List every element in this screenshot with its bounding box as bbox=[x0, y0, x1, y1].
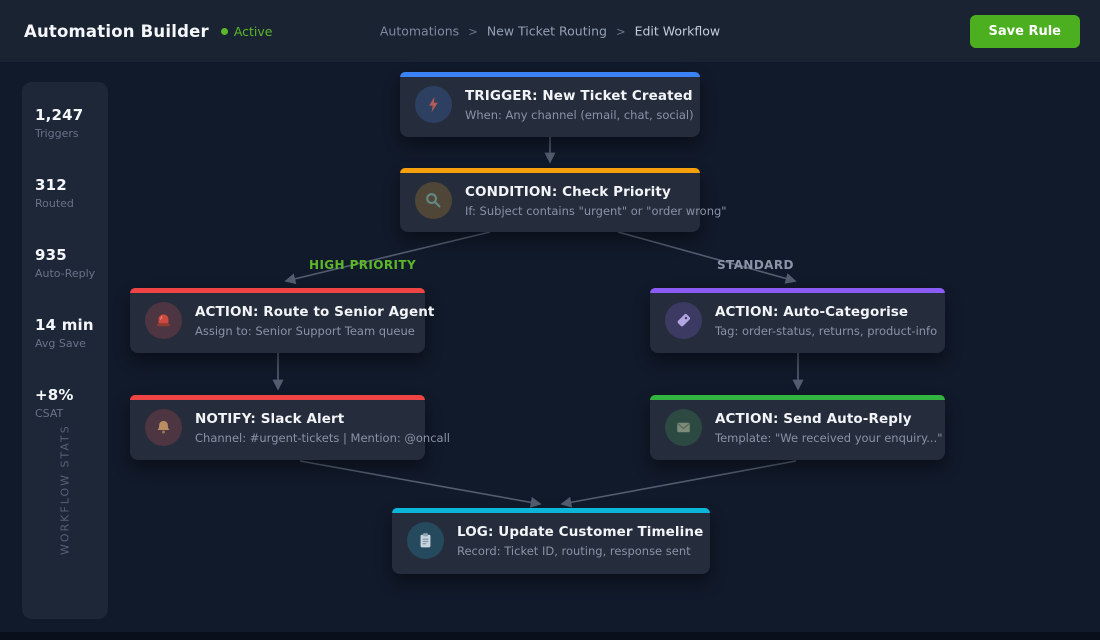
stat-label: Avg Save bbox=[35, 337, 86, 350]
node-title: LOG: Update Customer Timeline bbox=[457, 523, 704, 540]
status-badge: Active bbox=[220, 23, 273, 39]
stat-label: Triggers bbox=[35, 127, 79, 140]
node-accent-bar bbox=[392, 508, 710, 513]
node-trigger-new-ticket[interactable]: TRIGGER: New Ticket Created When: Any ch… bbox=[400, 72, 700, 137]
workflow-stats-panel: 1,247 Triggers 312 Routed 935 Auto-Reply… bbox=[22, 82, 108, 619]
stat-avg-save: 14 min Avg Save bbox=[35, 316, 100, 350]
bell-icon bbox=[145, 409, 182, 446]
stat-triggers: 1,247 Triggers bbox=[35, 106, 100, 140]
stat-auto-reply: 935 Auto-Reply bbox=[35, 246, 100, 280]
node-accent-bar bbox=[400, 72, 700, 77]
node-accent-bar bbox=[400, 168, 700, 173]
stat-routed: 312 Routed bbox=[35, 176, 100, 210]
magnifier-icon bbox=[415, 182, 452, 219]
node-action-auto-categorise[interactable]: ACTION: Auto-Categorise Tag: order-statu… bbox=[650, 288, 945, 353]
stat-label: Auto-Reply bbox=[35, 267, 96, 280]
envelope-icon bbox=[665, 409, 702, 446]
breadcrumb-item-new-ticket-routing[interactable]: New Ticket Routing bbox=[486, 23, 607, 39]
tag-icon bbox=[665, 302, 702, 339]
stat-value: 935 bbox=[35, 246, 67, 264]
node-accent-bar bbox=[650, 288, 945, 293]
breadcrumb: Automations > New Ticket Routing > Edit … bbox=[380, 24, 720, 39]
node-title: ACTION: Send Auto-Reply bbox=[715, 410, 912, 427]
node-log-update-timeline[interactable]: LOG: Update Customer Timeline Record: Ti… bbox=[392, 508, 710, 574]
node-accent-bar bbox=[130, 288, 425, 293]
stat-csat: +8% CSAT bbox=[35, 386, 100, 420]
status-label: Active bbox=[233, 23, 273, 39]
breadcrumb-item-automations[interactable]: Automations bbox=[379, 23, 460, 39]
node-subtitle: If: Subject contains "urgent" or "order … bbox=[465, 203, 727, 218]
node-subtitle: Tag: order-status, returns, product-info bbox=[715, 323, 938, 338]
header: Automation Builder Active Automations > … bbox=[0, 0, 1100, 62]
node-subtitle: Channel: #urgent-tickets | Mention: @onc… bbox=[195, 430, 450, 445]
node-action-send-auto-reply[interactable]: ACTION: Send Auto-Reply Template: "We re… bbox=[650, 395, 945, 460]
node-action-route-senior-agent[interactable]: ACTION: Route to Senior Agent Assign to:… bbox=[130, 288, 435, 353]
node-title: NOTIFY: Slack Alert bbox=[195, 410, 345, 427]
node-subtitle: Template: "We received your enquiry..." bbox=[715, 430, 943, 445]
page-title: Automation Builder bbox=[24, 21, 209, 41]
workflow-canvas[interactable]: 1,247 Triggers 312 Routed 935 Auto-Reply… bbox=[0, 62, 1100, 632]
node-notify-slack-alert[interactable]: NOTIFY: Slack Alert Channel: #urgent-tic… bbox=[130, 395, 450, 460]
node-title: TRIGGER: New Ticket Created bbox=[465, 87, 693, 104]
node-subtitle: Record: Ticket ID, routing, response sen… bbox=[457, 543, 691, 558]
siren-icon bbox=[145, 302, 182, 339]
workflow-stats-vertical-label: WORKFLOW STATS bbox=[58, 424, 72, 555]
workflow-connectors bbox=[272, 137, 804, 508]
status-dot-icon bbox=[220, 27, 228, 35]
node-title: ACTION: Auto-Categorise bbox=[715, 303, 909, 320]
node-subtitle: When: Any channel (email, chat, social) bbox=[465, 107, 694, 122]
breadcrumb-separator: > bbox=[615, 24, 626, 38]
breadcrumb-separator: > bbox=[468, 24, 478, 38]
node-subtitle: Assign to: Senior Support Team queue bbox=[195, 323, 415, 338]
stat-label: Routed bbox=[35, 197, 74, 210]
stat-value: 1,247 bbox=[35, 106, 84, 124]
node-title: ACTION: Route to Senior Agent bbox=[195, 303, 435, 320]
stat-value: 312 bbox=[35, 176, 67, 194]
stat-value: +8% bbox=[35, 386, 74, 404]
node-title: CONDITION: Check Priority bbox=[465, 183, 671, 200]
stat-label: CSAT bbox=[35, 407, 64, 420]
lightning-bolt-icon bbox=[415, 86, 452, 123]
breadcrumb-item-edit-workflow: Edit Workflow bbox=[634, 23, 721, 39]
node-accent-bar bbox=[650, 395, 945, 400]
branch-label-high-priority: HIGH PRIORITY bbox=[309, 258, 417, 272]
stat-value: 14 min bbox=[35, 316, 94, 334]
node-accent-bar bbox=[130, 395, 425, 400]
node-condition-check-priority[interactable]: CONDITION: Check Priority If: Subject co… bbox=[400, 168, 727, 232]
save-rule-button[interactable]: Save Rule bbox=[969, 14, 1080, 48]
clipboard-icon bbox=[407, 522, 444, 559]
branch-label-standard: STANDARD bbox=[717, 258, 794, 272]
